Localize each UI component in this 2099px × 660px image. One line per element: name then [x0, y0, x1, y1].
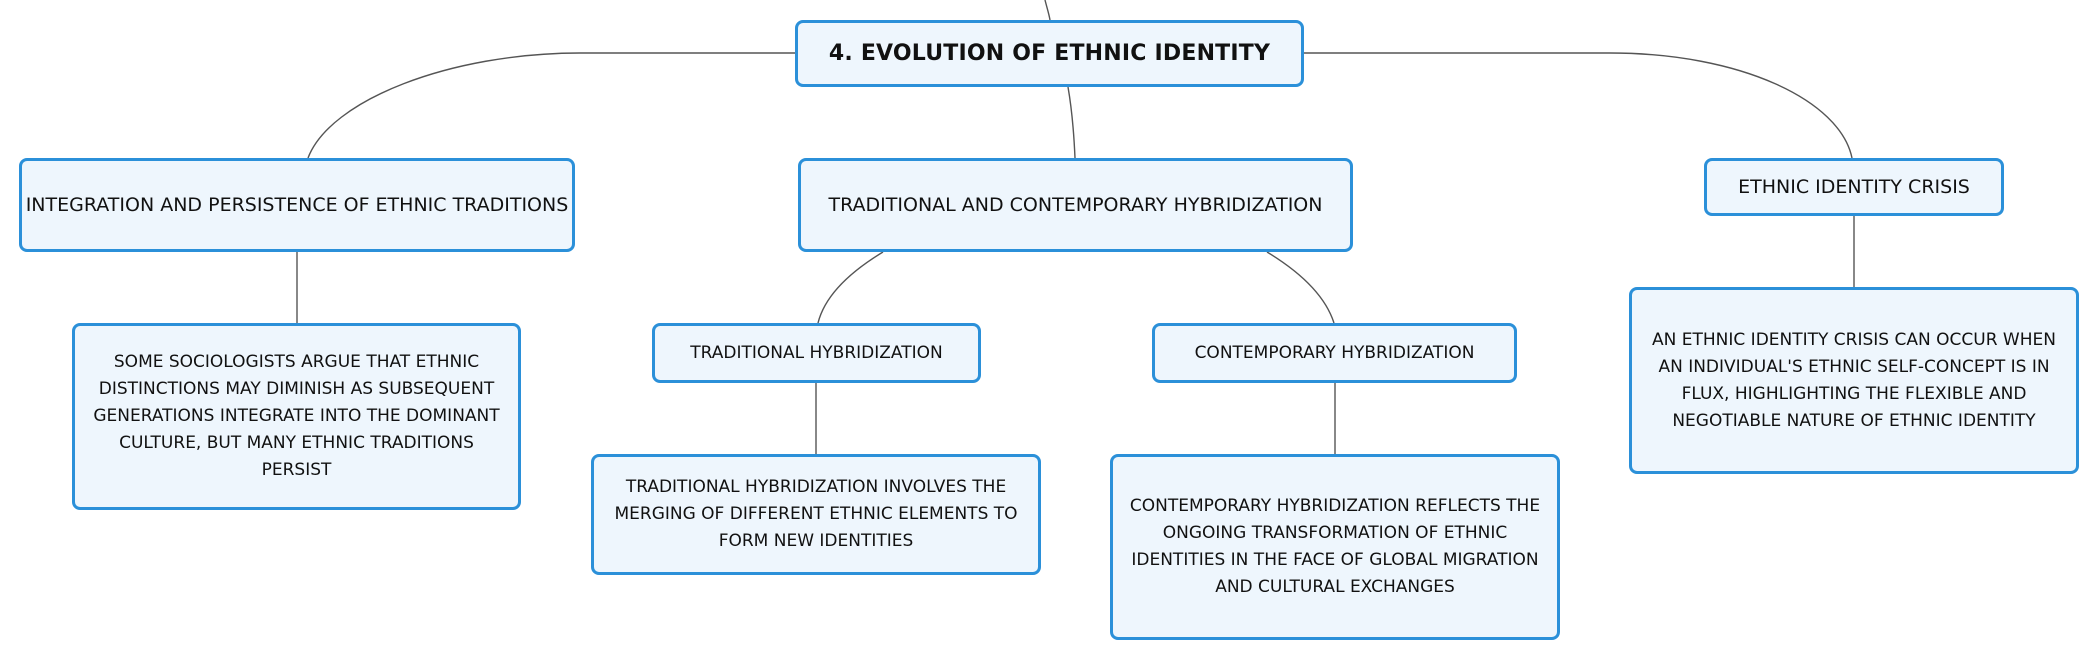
topic-node-hybridization[interactable]: TRADITIONAL AND CONTEMPORARY HYBRIDIZATI…: [798, 158, 1353, 252]
detail-node-integration[interactable]: SOME SOCIOLOGISTS ARGUE THAT ETHNIC DIST…: [72, 323, 521, 510]
connector-root-to-integration: [307, 52, 795, 159]
connector-hybridization-to-contemporary: [1266, 251, 1335, 324]
connector-hybridization-to-traditional: [817, 251, 884, 324]
connector-parent-to-root: [1044, 0, 1051, 21]
detail-text-contemporary: CONTEMPORARY HYBRIDIZATION REFLECTS THE …: [1129, 496, 1541, 597]
detail-text-traditional: TRADITIONAL HYBRIDIZATION INVOLVES THE M…: [614, 477, 1018, 551]
detail-node-traditional[interactable]: TRADITIONAL HYBRIDIZATION INVOLVES THE M…: [591, 454, 1041, 575]
subtopic-node-contemporary[interactable]: CONTEMPORARY HYBRIDIZATION: [1152, 323, 1517, 383]
subtopic-label-contemporary: CONTEMPORARY HYBRIDIZATION: [1194, 343, 1475, 363]
root-topic-node[interactable]: 4. EVOLUTION OF ETHNIC IDENTITY: [795, 20, 1304, 87]
topic-node-integration[interactable]: INTEGRATION AND PERSISTENCE OF ETHNIC TR…: [19, 158, 575, 252]
topic-label-hybridization: TRADITIONAL AND CONTEMPORARY HYBRIDIZATI…: [828, 194, 1323, 216]
detail-text-integration: SOME SOCIOLOGISTS ARGUE THAT ETHNIC DIST…: [93, 352, 500, 480]
subtopic-label-traditional: TRADITIONAL HYBRIDIZATION: [690, 343, 943, 363]
topic-label-integration: INTEGRATION AND PERSISTENCE OF ETHNIC TR…: [25, 194, 569, 216]
detail-text-crisis: AN ETHNIC IDENTITY CRISIS CAN OCCUR WHEN…: [1652, 329, 2056, 431]
connector-root-to-hybridization: [1067, 86, 1076, 159]
connector-root-to-crisis: [1304, 52, 1853, 159]
root-topic-label: 4. EVOLUTION OF ETHNIC IDENTITY: [828, 41, 1271, 66]
topic-label-crisis: ETHNIC IDENTITY CRISIS: [1738, 176, 1970, 198]
topic-node-crisis[interactable]: ETHNIC IDENTITY CRISIS: [1704, 158, 2004, 216]
detail-node-crisis[interactable]: AN ETHNIC IDENTITY CRISIS CAN OCCUR WHEN…: [1629, 287, 2079, 474]
detail-node-contemporary[interactable]: CONTEMPORARY HYBRIDIZATION REFLECTS THE …: [1110, 454, 1560, 640]
subtopic-node-traditional[interactable]: TRADITIONAL HYBRIDIZATION: [652, 323, 981, 383]
